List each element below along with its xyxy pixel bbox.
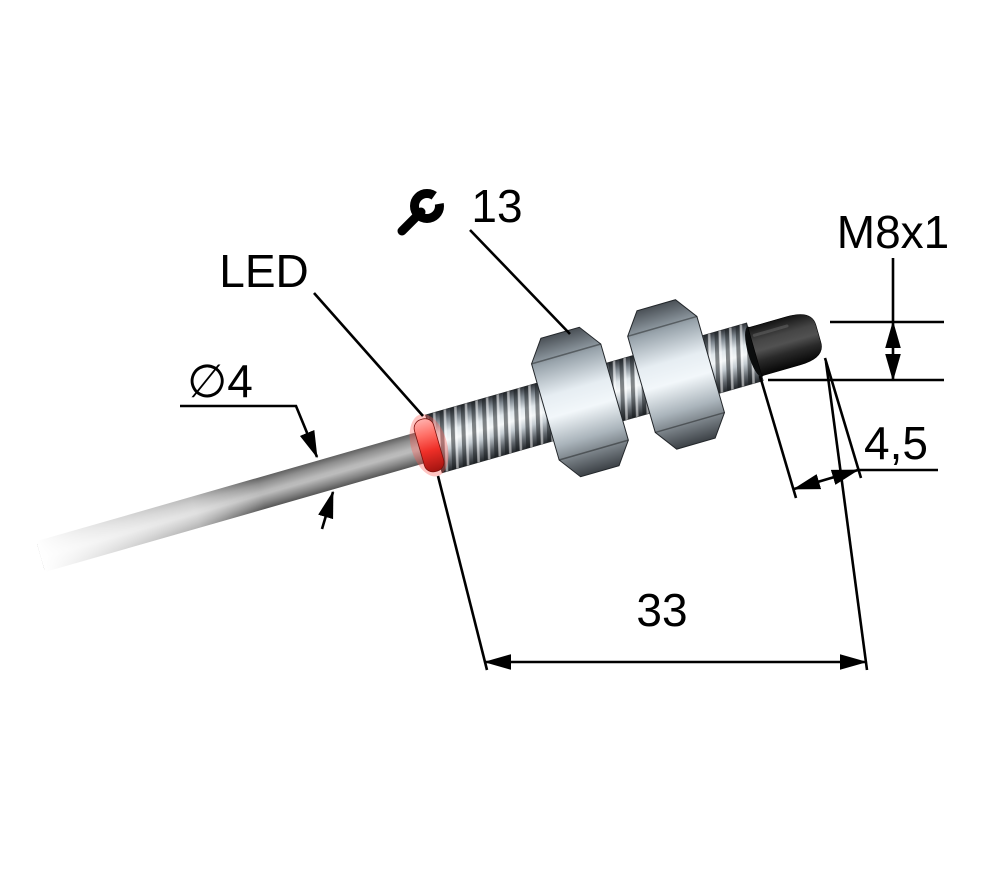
cable-diameter-lower-arrow: [318, 490, 335, 530]
thread-annotation: M8x1: [768, 206, 949, 382]
wrench-handle: [397, 207, 426, 236]
wrench-head: [410, 189, 444, 223]
cap-length-annotation: 4,5: [758, 357, 938, 499]
cable-fade: [35, 474, 268, 575]
led-ring: [413, 418, 445, 473]
nut-edge: [655, 411, 725, 434]
cap-length-label: 4,5: [864, 417, 928, 469]
cap-dimension-line: [792, 468, 860, 491]
nut-edge: [627, 315, 698, 338]
wrench-icon: [397, 182, 461, 236]
overall-length-label: 33: [636, 584, 687, 636]
cable-diameter-leader: [180, 404, 319, 459]
end-cap: [747, 314, 822, 377]
cap-extension-line-front: [758, 375, 798, 499]
hex-nut-rear: [627, 299, 725, 450]
thread-label: M8x1: [837, 206, 949, 258]
led-leader-line: [313, 292, 424, 417]
sensor-body: [35, 299, 822, 575]
wrench-jaw-opening: [427, 182, 461, 206]
overall-length-annotation: 33: [436, 361, 869, 671]
cable-diameter-annotation: ∅4: [180, 355, 335, 530]
wrench-leader-line: [469, 229, 571, 335]
hex-nut-front: [531, 326, 629, 478]
cap-highlight: [752, 324, 789, 337]
led-label: LED: [219, 245, 308, 297]
wrench-size-label: 13: [471, 180, 522, 232]
cable-diameter-label: ∅4: [187, 355, 253, 407]
length-extension-right: [824, 361, 869, 671]
led-annotation: LED: [219, 245, 424, 417]
nut-edge: [531, 343, 601, 365]
cap-extension-line-rear: [823, 357, 863, 479]
wrench-size-annotation: 13: [397, 180, 571, 335]
nut-edge: [558, 439, 629, 461]
length-extension-left: [436, 475, 489, 671]
